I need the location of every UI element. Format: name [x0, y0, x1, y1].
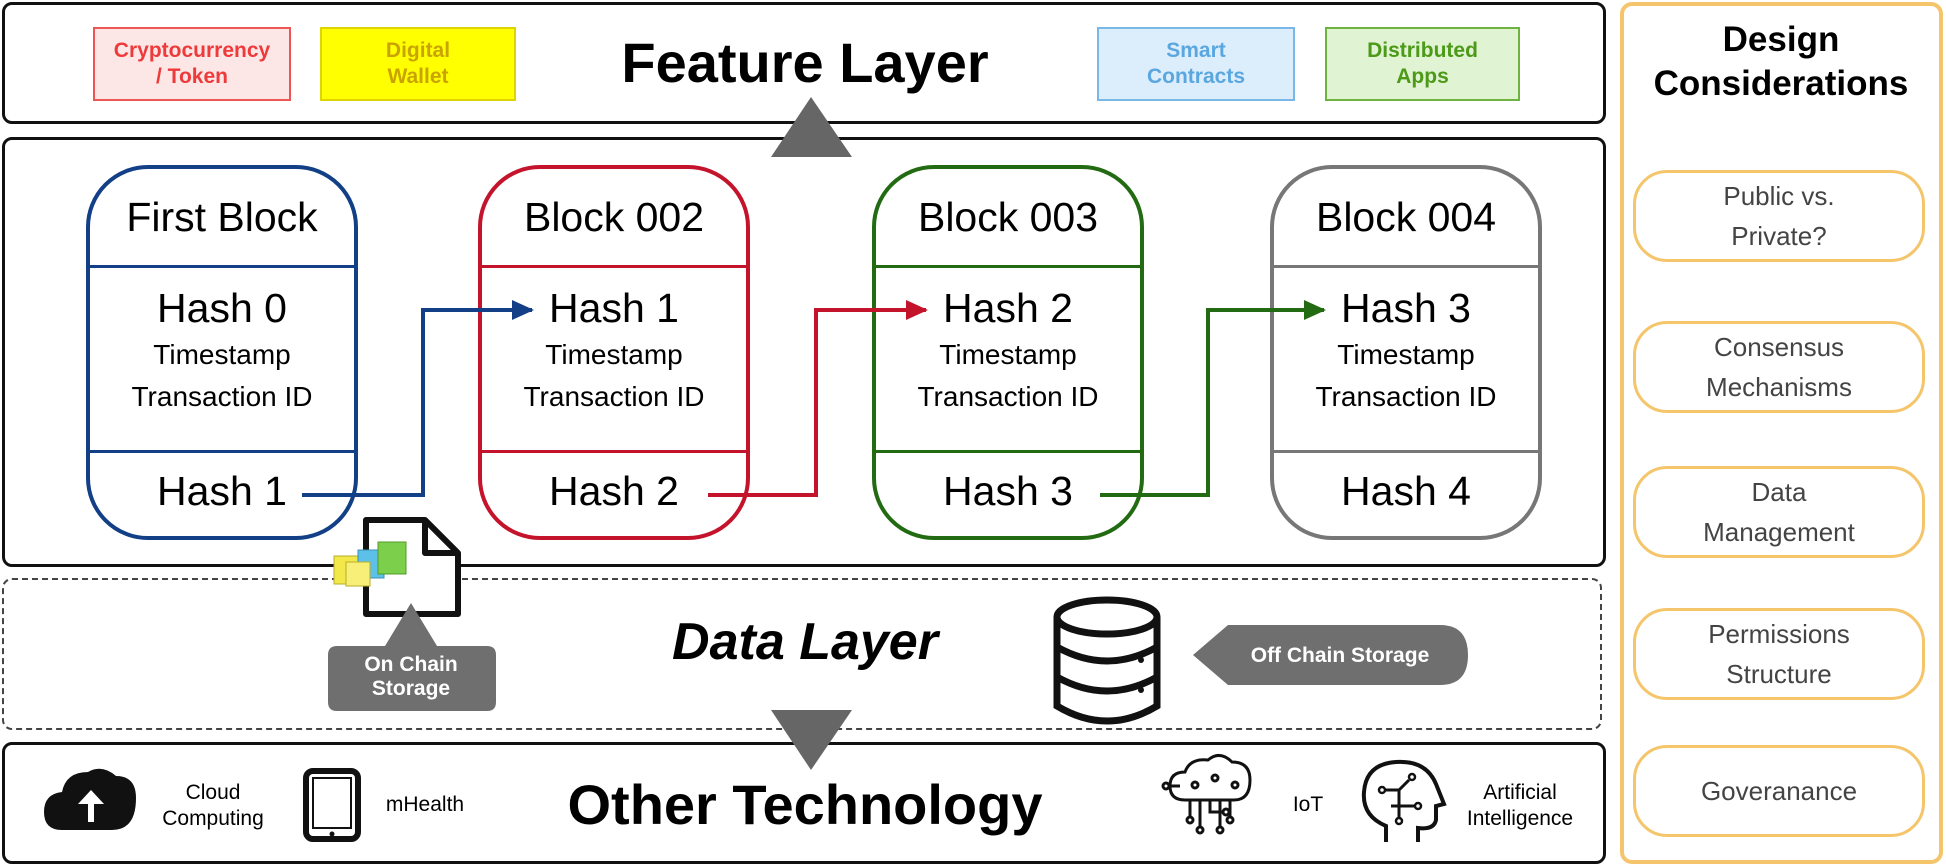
hash-link-2-arrowhead — [906, 300, 928, 320]
hash-link-1-arrowhead — [512, 300, 534, 320]
hash-out: Hash 2 — [549, 468, 679, 514]
block-003: Block 003 Hash 2 Timestamp Transaction I… — [872, 165, 1144, 540]
design-considerations-panel — [1620, 2, 1943, 864]
timestamp-label: Timestamp — [153, 339, 291, 370]
other-technology-title: Other Technology — [567, 773, 1043, 836]
hash-in: Hash 3 — [1341, 285, 1471, 331]
ai-head-icon — [1361, 759, 1447, 842]
tag-cryptocurrency: Cryptocurrency / Token — [93, 27, 291, 101]
block-body: Hash 2 Timestamp Transaction ID — [876, 265, 1140, 453]
mhealth-label: mHealth — [385, 793, 465, 816]
hash-link-3-arrowhead — [1304, 300, 1326, 320]
block-004: Block 004 Hash 3 Timestamp Transaction I… — [1270, 165, 1542, 540]
other-technology-panel — [2, 742, 1606, 864]
hash-in: Hash 1 — [549, 285, 679, 331]
database-icon — [1053, 596, 1161, 725]
block-body: Hash 0 Timestamp Transaction ID — [90, 265, 354, 453]
dc-data-management: Data Management — [1633, 466, 1925, 558]
design-considerations-title: Design Considerations — [1653, 20, 1909, 103]
hash-out: Hash 4 — [1341, 468, 1471, 514]
iot-label: IoT — [1292, 793, 1324, 816]
hash-link-3 — [1100, 308, 1324, 497]
off-chain-storage-callout: Off Chain Storage — [1193, 625, 1468, 685]
block-name: First Block — [126, 193, 318, 240]
artificial-intelligence-label: Artificial Intelligence — [1466, 781, 1574, 830]
cloud-upload-icon — [44, 768, 136, 830]
tag-distributed-apps: Distributed Apps — [1325, 27, 1520, 101]
block-body: Hash 3 Timestamp Transaction ID — [1274, 265, 1538, 453]
timestamp-label: Timestamp — [939, 339, 1077, 370]
down-arrow-to-other-technology — [771, 710, 852, 770]
timestamp-label: Timestamp — [1337, 339, 1475, 370]
hash-link-1 — [302, 308, 532, 497]
hash-link-2 — [708, 308, 926, 497]
up-arrow-to-feature-layer — [771, 97, 852, 157]
block-002: Block 002 Hash 1 Timestamp Transaction I… — [478, 165, 750, 540]
timestamp-label: Timestamp — [545, 339, 683, 370]
block-name: Block 002 — [523, 193, 705, 240]
cloud-computing-label: Cloud Computing — [162, 781, 264, 830]
dc-permissions-structure: Permissions Structure — [1633, 608, 1925, 700]
hash-out: Hash 3 — [943, 468, 1073, 514]
hash-out: Hash 1 — [157, 468, 287, 514]
block-name: Block 004 — [1315, 193, 1497, 240]
dc-public-private: Public vs. Private? — [1633, 170, 1925, 262]
transaction-id-label: Transaction ID — [523, 381, 705, 412]
data-layer-title: Data Layer — [672, 613, 938, 671]
iot-circuit-icon — [1161, 754, 1252, 835]
hash-in: Hash 2 — [943, 285, 1073, 331]
tag-digital-wallet: Digital Wallet — [320, 27, 516, 101]
block-body: Hash 1 Timestamp Transaction ID — [482, 265, 746, 453]
hash-in: Hash 0 — [157, 285, 287, 331]
data-cubes-icon — [333, 541, 407, 587]
transaction-id-label: Transaction ID — [917, 381, 1099, 412]
block-name: Block 003 — [917, 193, 1099, 240]
tablet-icon — [303, 768, 361, 842]
feature-layer-title: Feature Layer — [621, 31, 989, 94]
tag-smart-contracts: Smart Contracts — [1097, 27, 1295, 101]
transaction-id-label: Transaction ID — [131, 381, 313, 412]
off-chain-storage-label: Off Chain Storage — [1251, 644, 1430, 667]
block-first: First Block Hash 0 Timestamp Transaction… — [86, 165, 358, 540]
dc-governance: Goveranance — [1633, 745, 1925, 837]
transaction-id-label: Transaction ID — [1315, 381, 1497, 412]
dc-consensus-mechanisms: Consensus Mechanisms — [1633, 321, 1925, 413]
